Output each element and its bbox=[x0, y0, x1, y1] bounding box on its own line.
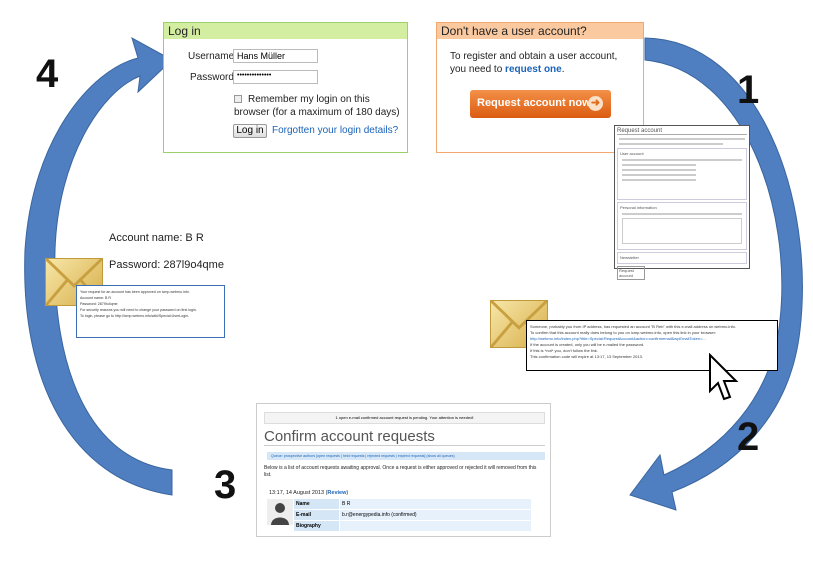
arrow-right-icon: ➜ bbox=[588, 96, 603, 111]
request-one-link[interactable]: request one bbox=[505, 64, 562, 75]
email-line: Password: 287l9o4qme bbox=[80, 302, 118, 306]
email-line: This confirmation code will expire at 13… bbox=[530, 354, 643, 359]
login-panel: Log in Username: Hans Müller Password: •… bbox=[163, 22, 408, 153]
form-section-personal: Personal information bbox=[620, 205, 657, 210]
remember-label: Remember my login on this browser (for a… bbox=[234, 94, 400, 118]
password-input[interactable]: •••••••••••••• bbox=[233, 70, 318, 84]
arrow-1-2 bbox=[629, 37, 803, 511]
request-account-button[interactable]: Request account now ➜ bbox=[470, 90, 611, 118]
login-title: Log in bbox=[164, 23, 407, 39]
username-label: Username: bbox=[188, 51, 237, 62]
request-account-label: Request account now bbox=[477, 97, 591, 109]
confirmation-link[interactable]: http://webmo.info/index.php?title=Specia… bbox=[530, 336, 706, 341]
field-value: B R bbox=[340, 499, 531, 509]
forgot-link[interactable]: Forgotten your login details? bbox=[272, 125, 399, 136]
register-title: Don't have a user account? bbox=[437, 23, 643, 39]
form-section-newsletter: Newsletter bbox=[620, 255, 639, 260]
field-label: E-mail bbox=[294, 510, 339, 520]
email-line: Account name: B R bbox=[80, 296, 111, 300]
username-input[interactable]: Hans Müller bbox=[233, 49, 318, 63]
email-line: To confirm that this account really does… bbox=[530, 330, 717, 335]
remember-checkbox[interactable] bbox=[234, 95, 242, 103]
email-line: Someone, probably you from IP address, h… bbox=[530, 324, 736, 329]
form-submit-button[interactable]: Request account bbox=[617, 266, 645, 280]
login-link[interactable]: To login, please go to http://icmp.webmo… bbox=[80, 314, 190, 318]
timestamp-end: ) bbox=[346, 490, 349, 496]
queue-links[interactable]: Queue: prospective authors [open request… bbox=[267, 452, 545, 460]
user-avatar-icon bbox=[267, 499, 293, 525]
confirmation-email: Someone, probably you from IP address, h… bbox=[526, 320, 778, 371]
email-line: If the account is created, only you will… bbox=[530, 342, 645, 347]
form-title: Request account bbox=[617, 128, 747, 135]
step-1: 1 bbox=[737, 68, 760, 112]
approval-email: Your request for an account has been app… bbox=[76, 285, 225, 338]
review-link[interactable]: Review bbox=[327, 490, 347, 496]
step-4: 4 bbox=[36, 52, 59, 96]
register-text-end: . bbox=[561, 64, 565, 75]
field-label: Biography bbox=[294, 521, 339, 531]
step-2: 2 bbox=[737, 415, 760, 459]
field-label: Name bbox=[294, 499, 339, 509]
field-value: b.r@energypedia.info (confirmed) bbox=[340, 510, 531, 520]
pending-notice: 1 open e-mail confirmed account request … bbox=[264, 412, 545, 424]
field-value bbox=[340, 521, 531, 531]
email-line: For security reasons you will need to ch… bbox=[80, 308, 197, 312]
account-password: Password: 287l9o4qme bbox=[109, 259, 224, 271]
intro-text: Below is a list of account requests awai… bbox=[264, 465, 537, 478]
login-button[interactable]: Log in bbox=[233, 124, 267, 138]
form-section-user: User account bbox=[620, 151, 644, 156]
email-line: If this is *not* you, don't follow the l… bbox=[530, 348, 598, 353]
request-account-form: Request account User account Personal in… bbox=[614, 125, 750, 280]
request-timestamp: 13:17, 14 August 2013 ( bbox=[269, 490, 328, 496]
mouse-cursor-icon bbox=[709, 353, 739, 401]
email-line: Your request for an account has been app… bbox=[80, 290, 190, 294]
account-name: Account name: B R bbox=[109, 232, 204, 244]
register-panel: Don't have a user account? To register a… bbox=[436, 22, 644, 153]
password-label: Password: bbox=[190, 72, 237, 83]
confirm-requests-page: 1 open e-mail confirmed account request … bbox=[256, 403, 551, 537]
step-3: 3 bbox=[214, 463, 237, 507]
register-text: To register and obtain a user account, y… bbox=[450, 51, 618, 75]
page-title: Confirm account requests bbox=[264, 428, 545, 446]
arrow-3-4 bbox=[24, 36, 173, 496]
